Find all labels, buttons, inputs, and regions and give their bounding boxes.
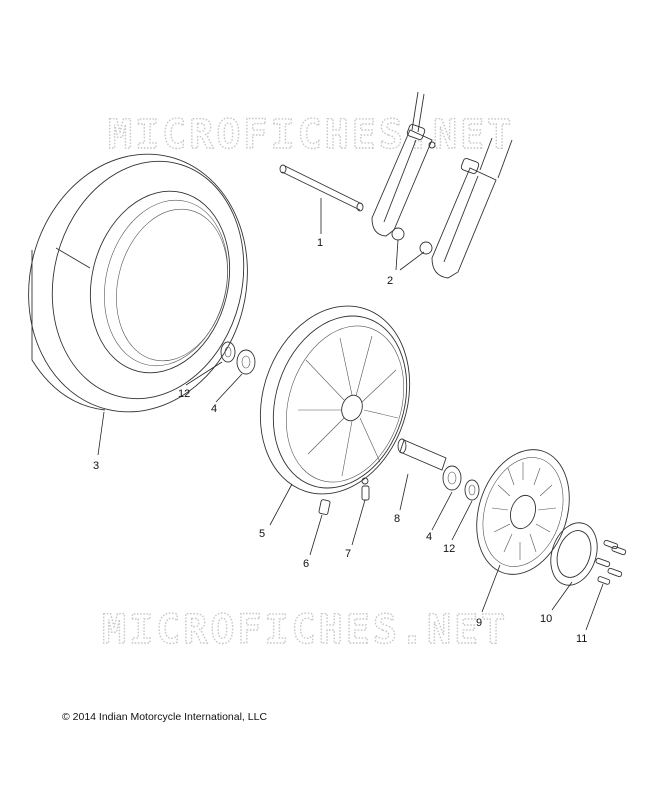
callout-9: 9 [476,617,482,629]
callout-4-right: 4 [426,531,432,543]
callout-7: 7 [345,548,351,560]
callout-1: 1 [317,237,323,249]
copyright-notice: © 2014 Indian Motorcycle International, … [62,711,268,723]
left-bearing-seal [220,341,256,375]
callout-5: 5 [259,528,265,540]
fork-sliders [371,91,513,279]
callout-12-left: 12 [178,388,190,400]
callout-4-left: 4 [211,403,217,415]
leader-lines [97,198,604,631]
brake-rotor [476,449,570,575]
callout-11: 11 [576,633,587,645]
spacer-tube [397,438,447,471]
callout-10: 10 [540,613,552,625]
watermark-bottom: MICROFICHES.NET [102,607,508,653]
right-bearing-seal [442,465,480,501]
callout-6: 6 [303,558,309,570]
callout-3: 3 [93,460,99,472]
tone-ring [550,522,598,586]
watermark-top: MICROFICHES.NET [108,112,514,158]
axle [279,164,364,212]
callout-12-right: 12 [443,543,455,555]
callout-8: 8 [394,513,400,525]
valve-stem [361,477,370,501]
tire [28,153,248,413]
rotor-bolts [595,539,627,585]
wheel [259,305,411,495]
callout-2: 2 [387,275,393,287]
callouts: 1 2 3 4 4 5 6 7 8 9 10 11 12 12 [93,237,587,645]
wheel-weight [318,499,331,515]
